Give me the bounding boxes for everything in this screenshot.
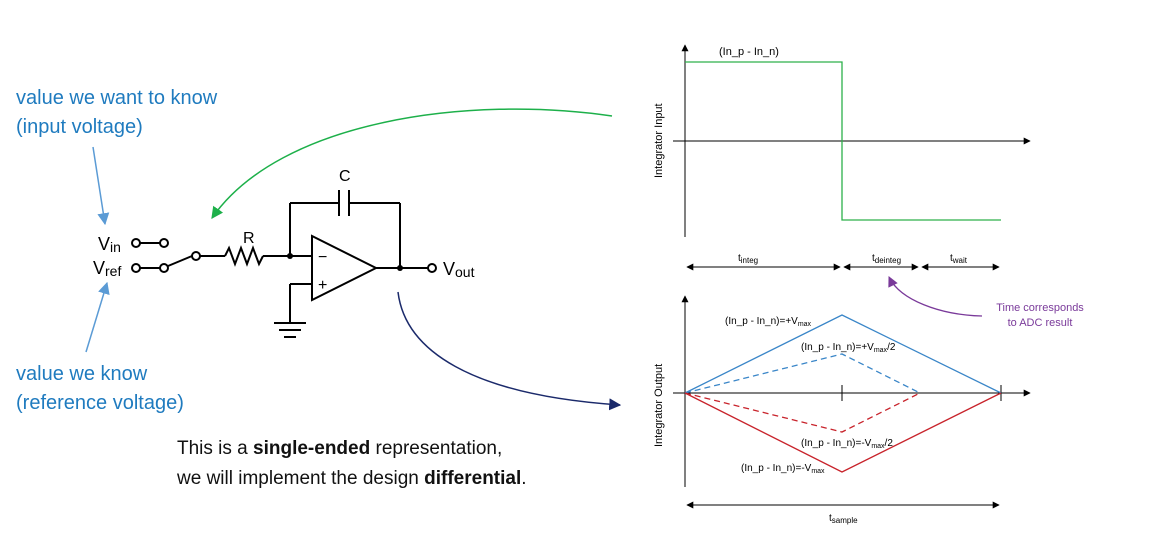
bottom-y-label: Integrator Output	[653, 364, 665, 447]
input-signal-trace	[685, 61, 1001, 221]
input-voltage-pointer-arrow	[92, 146, 110, 226]
t-integ-label: tinteg	[738, 253, 758, 265]
input-voltage-label-line2: (input voltage)	[16, 116, 143, 138]
integrator-input-plot: (In_p - In_n) Integrator Input	[653, 44, 1031, 237]
t-deinteg-label: tdeinteg	[872, 253, 901, 265]
reference-voltage-label-line1: value we know	[16, 363, 148, 385]
reference-voltage-label-line2: (reference voltage)	[16, 392, 184, 414]
vref-label: Vref	[93, 258, 121, 279]
t-sample-label: tsample	[829, 513, 858, 525]
top-y-label: Integrator Input	[653, 103, 665, 178]
vref-terminal	[131, 263, 141, 273]
vin-label: Vin	[98, 234, 121, 255]
pos-half-label: (In_p - In_n)=+Vmax/2	[801, 342, 896, 354]
vout-terminal	[427, 263, 437, 273]
input-switch	[167, 255, 193, 267]
vout-label: Vout	[443, 259, 475, 280]
output-neg-half-trace	[684, 392, 921, 433]
output-pos-half-trace	[684, 353, 921, 394]
neg-half-label: (In_p - In_n)=-Vmax/2	[801, 438, 893, 450]
navy-curved-arrow	[397, 291, 622, 411]
pos-vmax-label: (In_p - In_n)=+Vmax	[725, 316, 812, 328]
integrator-output-plot: (In_p - In_n)=+Vmax (In_p - In_n)=+Vmax/…	[653, 295, 1031, 525]
output-neg-vmax-trace	[684, 392, 1002, 473]
resistor-label: R	[243, 230, 255, 247]
capacitor-label: C	[339, 168, 351, 185]
opamp-plus: +	[318, 277, 327, 294]
integrator-circuit: Vin Vref R C − +	[93, 168, 475, 338]
resistor-r	[224, 245, 264, 267]
note-line2: we will implement the design differentia…	[177, 468, 527, 489]
vin-terminal	[131, 238, 141, 248]
t-wait-label: twait	[950, 253, 968, 265]
opamp-minus: −	[318, 249, 327, 266]
opamp	[311, 234, 379, 302]
adc-callout-line1: Time corresponds	[996, 302, 1084, 314]
green-curved-arrow	[211, 108, 613, 219]
input-voltage-label-line1: value we want to know	[16, 87, 218, 109]
adc-callout-line2: to ADC result	[1008, 317, 1073, 329]
input-signal-label: (In_p - In_n)	[719, 46, 779, 58]
timing-segments: tinteg tdeinteg twait Time corresponds t…	[686, 253, 1084, 329]
neg-vmax-label: (In_p - In_n)=-Vmax	[741, 463, 825, 475]
note-line1: This is a single-ended representation,	[177, 438, 503, 459]
adc-result-arrow	[888, 276, 983, 317]
output-pos-vmax-trace	[684, 314, 1002, 394]
reference-voltage-pointer-arrow	[85, 281, 110, 353]
